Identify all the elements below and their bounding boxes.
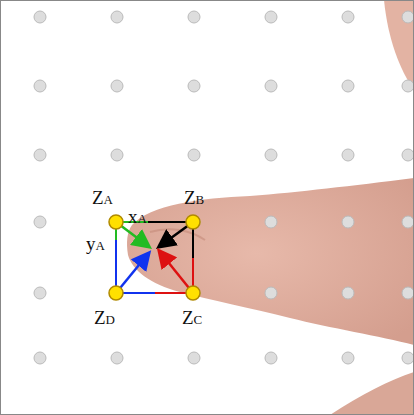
grid-dot <box>342 287 354 299</box>
grid-dot <box>342 80 354 92</box>
grid-dot <box>34 11 46 23</box>
grid-dot <box>34 352 46 364</box>
grid-dot <box>265 287 277 299</box>
grid-dot <box>188 149 200 161</box>
grid-dot <box>402 287 414 299</box>
grid-dot <box>265 11 277 23</box>
grid-dot <box>342 149 354 161</box>
grid-dot <box>342 216 354 228</box>
grid-dot <box>188 352 200 364</box>
grid-dot <box>402 352 414 364</box>
grid-dot <box>342 352 354 364</box>
grid-dot <box>34 149 46 161</box>
grid-dot <box>34 287 46 299</box>
grid-dot <box>402 149 414 161</box>
grid-dot <box>34 80 46 92</box>
skin-patch <box>384 0 414 90</box>
point-label: yA <box>86 234 105 253</box>
point-label: ZB <box>184 188 204 207</box>
square-outline <box>116 222 193 293</box>
grid-dot <box>111 80 123 92</box>
corner-vectors <box>116 222 193 293</box>
grid-dots <box>34 11 414 364</box>
point-label: ZD <box>94 308 115 327</box>
grid-dot <box>265 216 277 228</box>
finger-photo <box>127 178 414 345</box>
grid-dot <box>265 352 277 364</box>
grid-dot <box>402 80 414 92</box>
grid-dot <box>188 11 200 23</box>
grid-dot <box>34 216 46 228</box>
skin-patch <box>330 372 414 415</box>
grid-dot <box>188 80 200 92</box>
grid-dot <box>265 80 277 92</box>
point-label: ZA <box>92 188 113 207</box>
grid-dot <box>111 149 123 161</box>
grid-dot <box>111 11 123 23</box>
grid-dot <box>111 352 123 364</box>
grid-dot <box>402 11 414 23</box>
point-label: ZC <box>182 308 202 327</box>
grid-dot <box>342 11 354 23</box>
grid-dot <box>402 216 414 228</box>
corner-markers <box>109 215 200 300</box>
point-label: xA <box>128 207 147 226</box>
grid-dot <box>265 149 277 161</box>
